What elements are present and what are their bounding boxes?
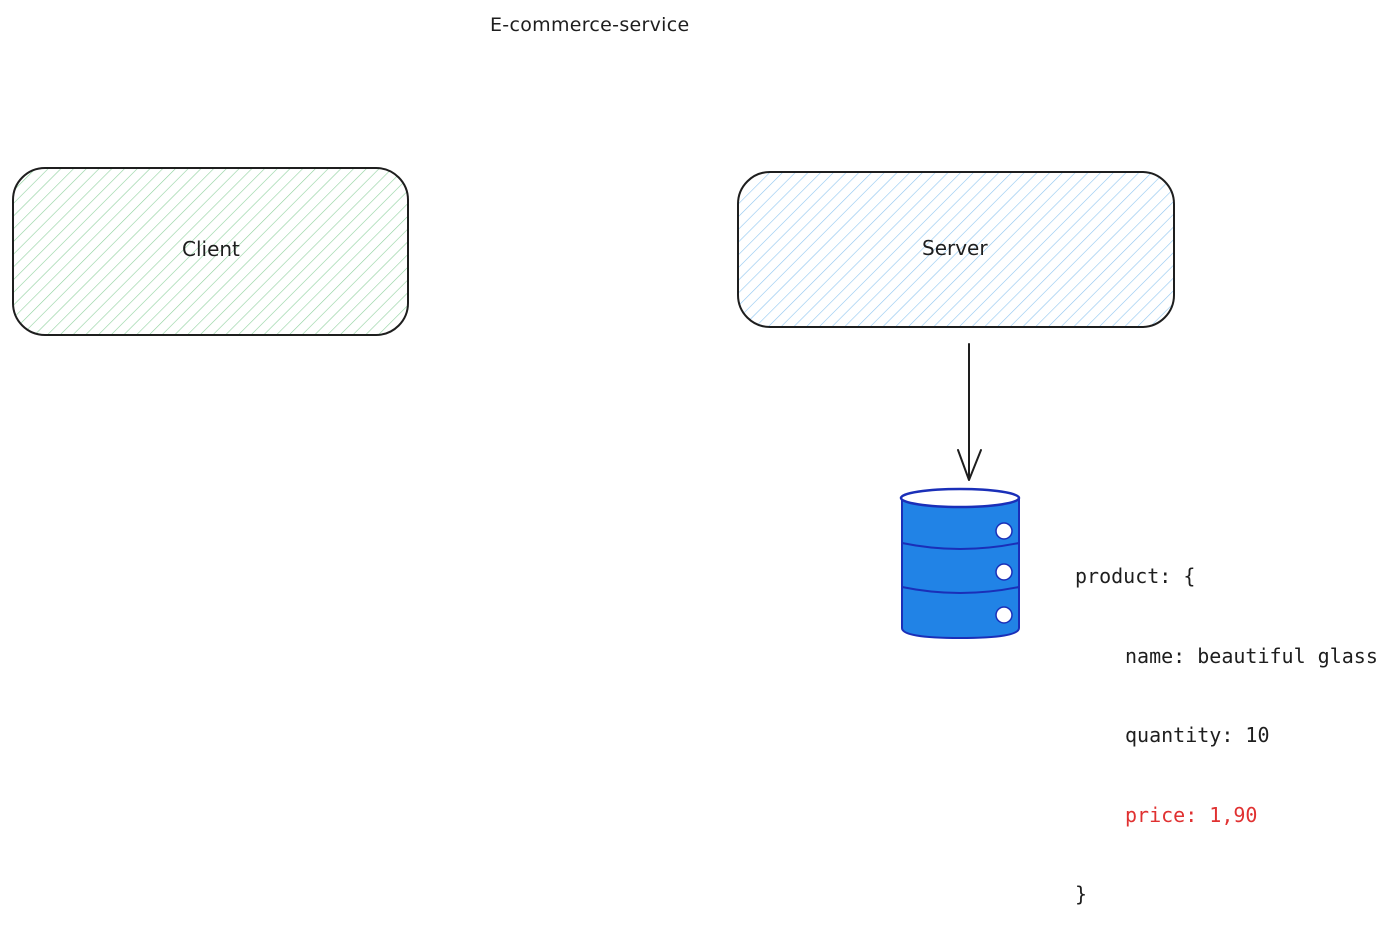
server-to-database-arrow[interactable] [957, 343, 982, 481]
product-open-line: product: { [1075, 564, 1196, 588]
product-json-block: product: { name: beautiful glass quantit… [1075, 510, 1378, 934]
product-name-line: name: beautiful glass [1125, 643, 1378, 668]
diagram-title: E-commerce-service [490, 14, 690, 36]
server-node[interactable] [737, 171, 1175, 328]
product-close-line: } [1075, 882, 1088, 906]
server-label: Server [922, 236, 988, 260]
product-quantity-line: quantity: 10 [1125, 723, 1270, 747]
client-label: Client [182, 237, 240, 261]
product-price-line: price: 1,90 [1125, 802, 1258, 827]
client-node[interactable] [12, 167, 409, 336]
database-icon[interactable] [899, 487, 1021, 640]
diagram-canvas [12, 167, 1175, 640]
